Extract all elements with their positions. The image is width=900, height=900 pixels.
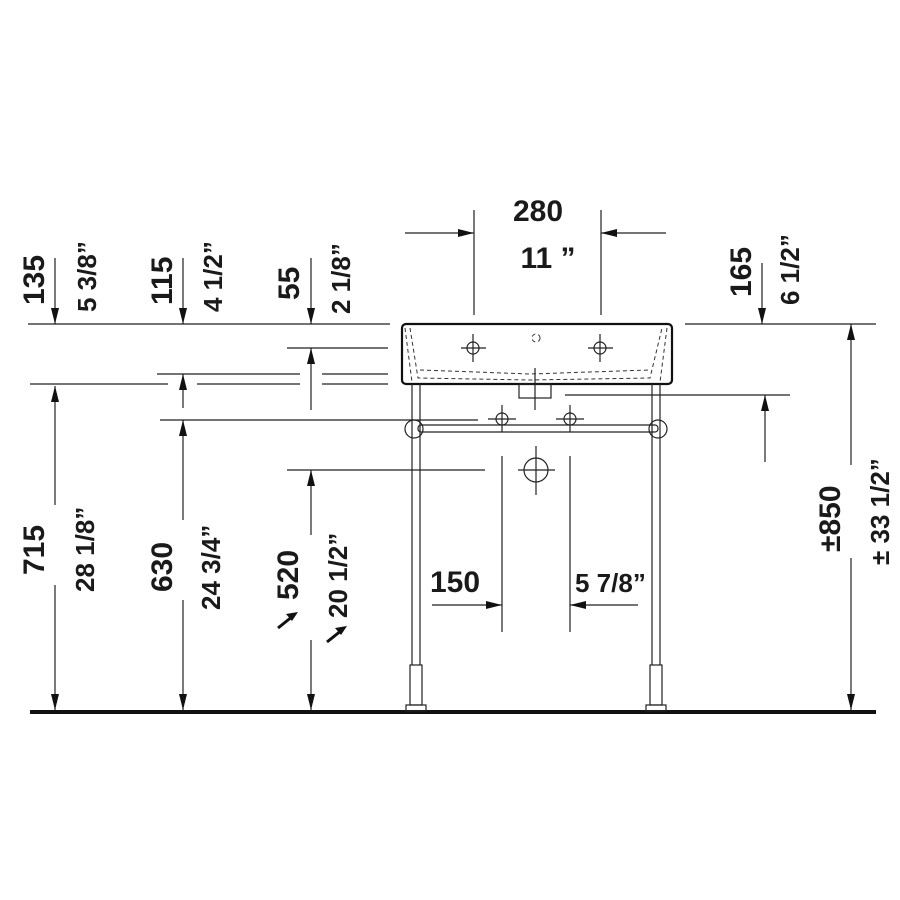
top-left-arrows: [51, 258, 766, 324]
console-frame: [404, 384, 668, 712]
dim-520-mm: 520: [272, 550, 305, 600]
dim-faucet-spacing: [405, 210, 666, 315]
dim-280-in: 11 ”: [520, 242, 575, 275]
dim-115-mm: 115: [146, 257, 179, 305]
diagonal-arrow-icons: [277, 612, 347, 644]
dim-55-mm: 55: [273, 267, 306, 300]
reference-lines: [30, 347, 790, 471]
dim-150-mm: 150: [430, 566, 480, 599]
dim-850-mm: ±850: [814, 485, 847, 552]
dim-135-mm: 135: [18, 255, 51, 305]
dim-150-in: 5 7/8”: [575, 568, 646, 598]
dim-165-in: 6 1/2”: [775, 234, 805, 305]
dim-715-mm: 715: [18, 525, 51, 575]
dim-520-in: 20 1/2”: [323, 533, 353, 618]
dim-280-mm: 280: [513, 195, 563, 228]
dim-630-mm: 630: [146, 542, 179, 592]
dim-135-in: 5 3/8”: [72, 241, 102, 312]
height-dim-lines: [51, 324, 855, 710]
dim-165-mm: 165: [725, 247, 758, 297]
dim-55-in: 2 1/8”: [326, 243, 356, 314]
dim-715-in: 28 1/8”: [70, 507, 100, 592]
dim-630-in: 24 3/4”: [196, 525, 226, 610]
dim-850-in: ± 33 1/2”: [865, 458, 895, 565]
dim-115-in: 4 1/2”: [198, 241, 228, 312]
washbasin: [400, 322, 674, 410]
dim-drain-spacing: [432, 456, 638, 632]
